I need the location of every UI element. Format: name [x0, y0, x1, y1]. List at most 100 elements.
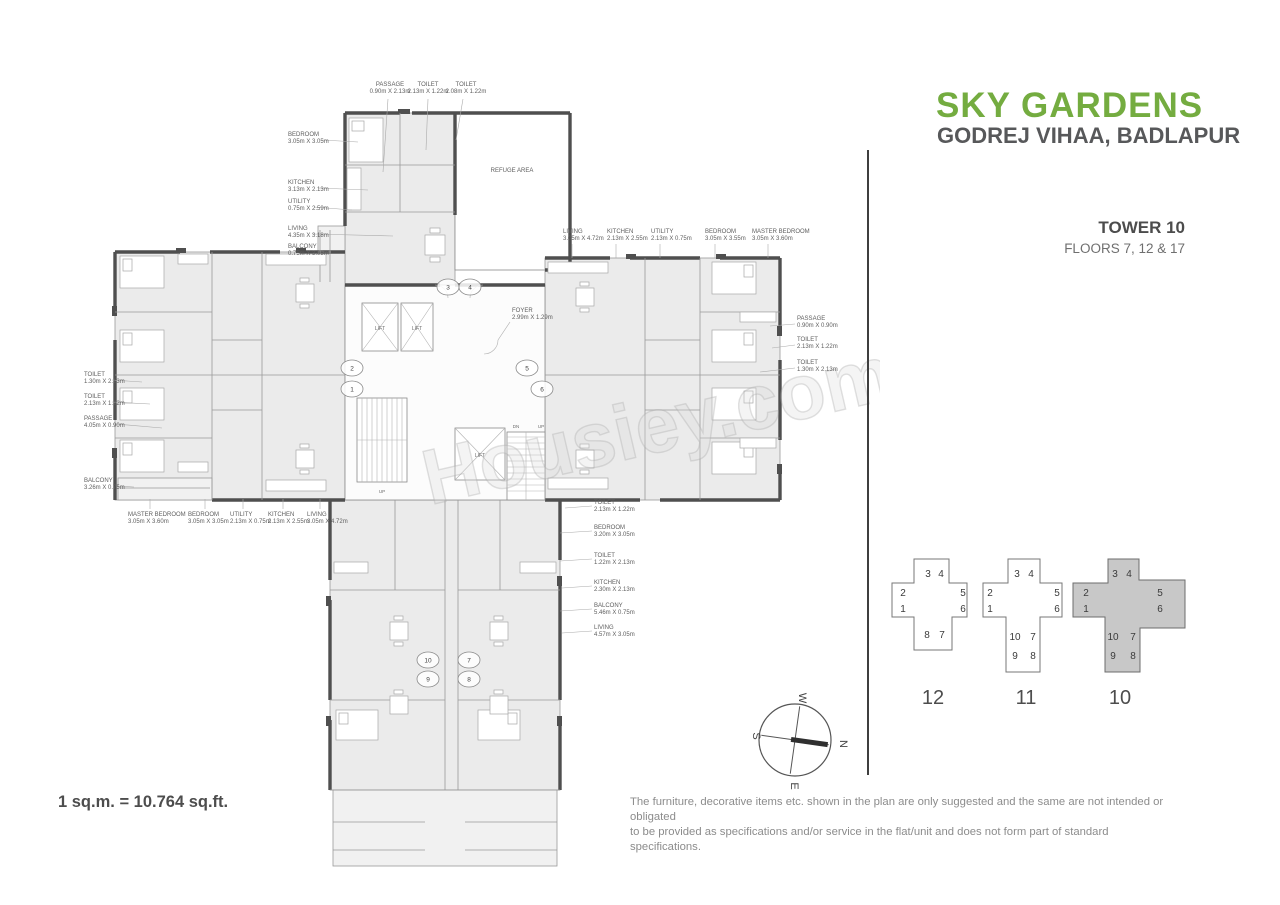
unit-marker	[457, 670, 481, 688]
disclaimer-line2: to be provided as specifications and/or …	[630, 826, 1109, 853]
keyplan-unit-number: 2	[1083, 588, 1089, 599]
plan-core: LIFT LIFT LIFT UP DN UP	[356, 302, 546, 501]
label-leader-line	[111, 379, 143, 383]
label-leader-line	[382, 98, 389, 173]
vertical-divider	[867, 150, 869, 775]
label-leader-line	[769, 323, 796, 327]
keyplan-unit-number: 8	[1030, 651, 1036, 662]
label-leader-line	[559, 608, 593, 612]
unit-marker	[457, 651, 481, 669]
lift-label: LIFT	[412, 326, 422, 332]
keyplan-unit-number: 5	[1157, 588, 1163, 599]
keyplan-unit-number: 3	[925, 569, 931, 580]
unit-marker	[416, 670, 440, 688]
keyplan-unit-number: 2	[987, 588, 993, 599]
keyplan-unit-number: 7	[1130, 632, 1136, 643]
floor-plan-drawing: LIFT LIFT LIFT UP DN UP	[84, 82, 880, 867]
unit-marker-number: 7	[467, 657, 471, 664]
stair-dn-label: DN	[513, 424, 520, 429]
keyplan-unit-number: 8	[1130, 651, 1136, 662]
project-location: GODREJ VIHAA, BADLAPUR	[937, 123, 1241, 148]
lift-label: LIFT	[375, 326, 385, 332]
unit-marker-number: 1	[350, 386, 354, 393]
label-leader-line	[559, 558, 593, 562]
label-leader-line	[561, 585, 593, 589]
keyplan-tower-12-outline	[891, 558, 968, 651]
unit-marker	[416, 651, 440, 669]
keyplan-unit-number: 9	[1012, 651, 1018, 662]
keyplan-unit-number: 4	[1126, 569, 1132, 580]
keyplan-unit-number: 10	[1009, 632, 1021, 643]
stair-up-label: UP	[379, 489, 385, 494]
unit-marker	[340, 359, 364, 377]
keyplan-unit-number: 6	[1157, 604, 1163, 615]
label-leader-line	[321, 139, 359, 143]
unit-marker-number: 9	[426, 676, 430, 683]
plan-walls	[112, 109, 782, 790]
keyplan-tower-12-label: 12	[922, 687, 944, 709]
unit-marker-number: 5	[525, 365, 529, 372]
keyplan-unit-number: 4	[938, 569, 944, 580]
keyplan-unit-number: 5	[960, 588, 966, 599]
unit-marker	[458, 278, 482, 296]
label-leader-line	[425, 98, 429, 151]
label-leader-line	[497, 321, 511, 341]
keyplan-unit-number: 3	[1112, 569, 1118, 580]
project-title: SKY GARDENS	[936, 86, 1204, 125]
label-leader-line	[455, 98, 464, 141]
keyplan-unit-number: 9	[1110, 651, 1116, 662]
label-leader-line	[317, 187, 369, 191]
keyplan-unit-number: 6	[1054, 604, 1060, 615]
keyplan-tower-10-label: 10	[1109, 687, 1131, 709]
label-leader-line	[771, 344, 796, 349]
label-leader-line	[311, 233, 394, 237]
keyplan-unit-number: 5	[1054, 588, 1060, 599]
unit-marker-number: 2	[350, 365, 354, 372]
unit-marker	[515, 359, 539, 377]
keyplan-unit-number: 1	[900, 604, 906, 615]
label-leader-line	[561, 630, 593, 634]
keyplan-unit-number: 2	[900, 588, 906, 599]
label-leader-line	[115, 485, 135, 488]
label-leader-line	[564, 505, 593, 509]
keyplan-unit-number: 10	[1107, 632, 1119, 643]
lift-label: LIFT	[475, 453, 485, 459]
unit-marker-number: 10	[424, 657, 432, 664]
unit-marker	[340, 380, 364, 398]
unit-marker-number: 3	[446, 284, 450, 291]
unit-marker-number: 8	[467, 676, 471, 683]
keyplan-unit-number: 3	[1014, 569, 1020, 580]
keyplan-unit-number: 7	[939, 630, 945, 641]
label-leader-line	[559, 530, 593, 534]
label-leader-line	[759, 367, 796, 373]
keyplan-unit-number: 1	[1083, 604, 1089, 615]
keyplan-tower-11-label: 11	[1016, 687, 1037, 709]
tower-label: TOWER 10	[1098, 218, 1185, 237]
keyplan-unit-number: 1	[987, 604, 993, 615]
keyplan-unit-number: 8	[924, 630, 930, 641]
